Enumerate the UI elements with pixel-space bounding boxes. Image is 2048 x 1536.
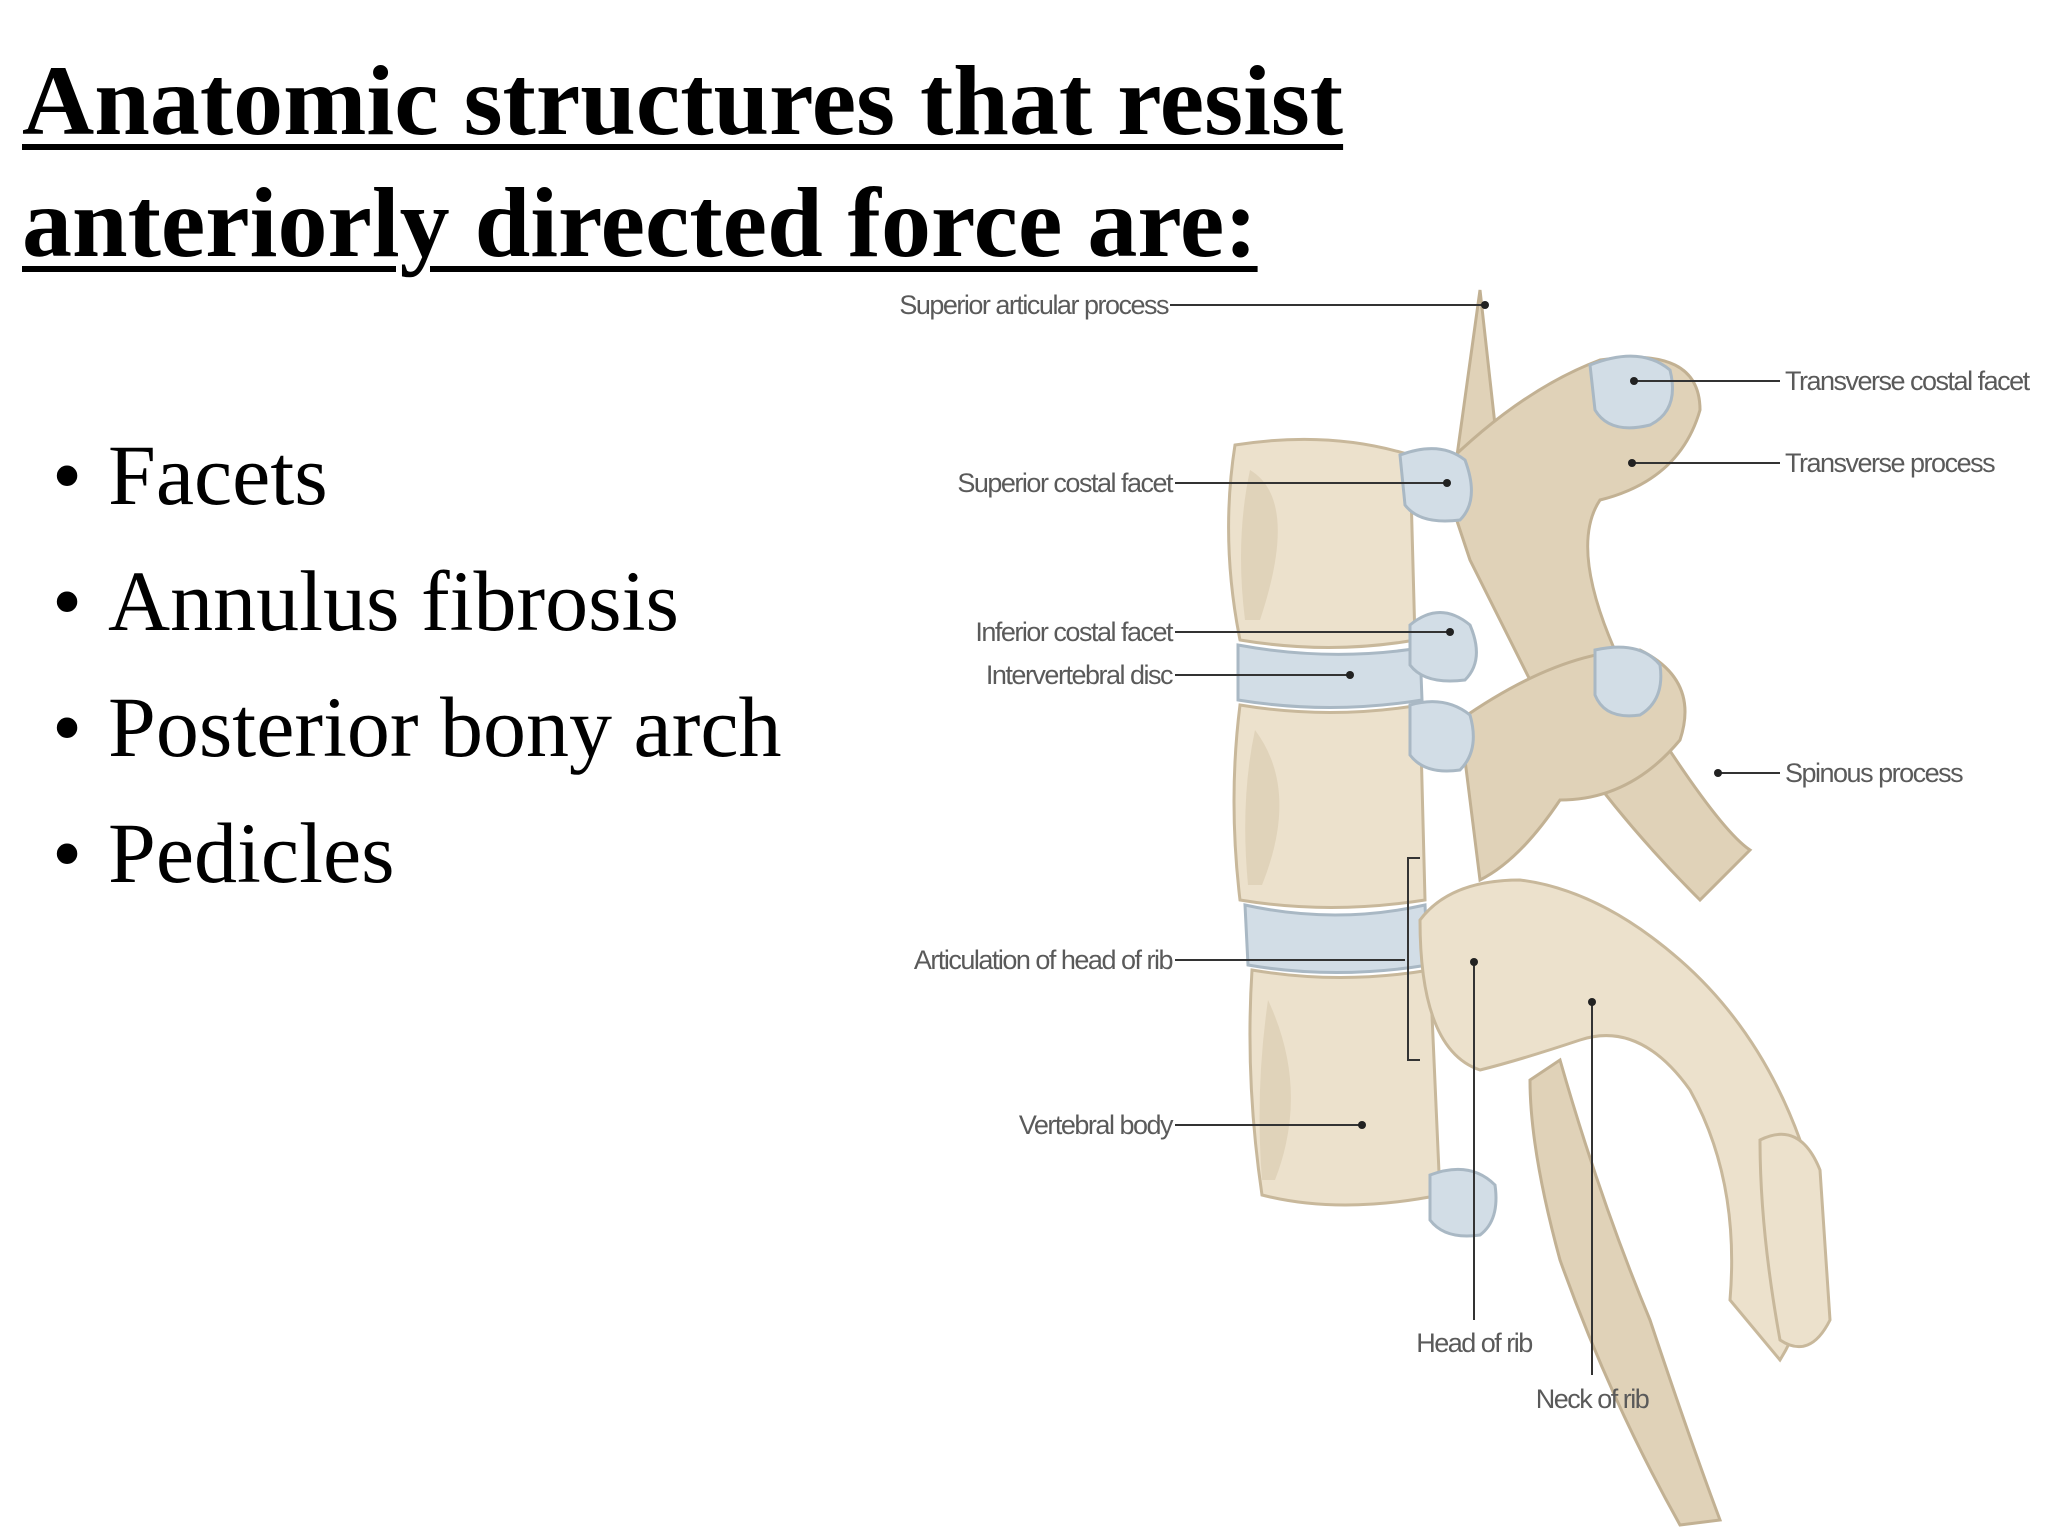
label-articulation-of-head-of-rib: Articulation of head of rib — [914, 945, 1173, 975]
label-superior-articular-process: Superior articular process — [900, 290, 1169, 320]
label-intervertebral-disc: Intervertebral disc — [986, 660, 1173, 690]
bullet-item: Annulus fibrosis — [52, 538, 782, 664]
vertebral-body-middle — [1232, 703, 1427, 909]
rib-cut-end — [1758, 1132, 1832, 1349]
label-head-of-rib: Head of rib — [1416, 1328, 1532, 1358]
label-transverse-costal-facet: Transverse costal facet — [1785, 366, 2031, 396]
intervertebral-disc-lower — [1243, 903, 1430, 974]
slide-title: Anatomic structures that resist anterior… — [22, 40, 1602, 284]
bullet-item: Facets — [52, 412, 782, 538]
vertebra-diagram: Superior articular process Superior cost… — [900, 289, 2032, 1527]
bullet-list: Facets Annulus fibrosis Posterior bony a… — [52, 412, 782, 916]
rib-lower — [1528, 1057, 1723, 1527]
superior-costal-facet-shape — [1398, 447, 1473, 523]
inferior-costal-facet-shape — [1408, 611, 1478, 683]
label-neck-of-rib: Neck of rib — [1536, 1384, 1649, 1414]
vertebra-illustration: Superior articular process Superior cost… — [900, 280, 2048, 1536]
bullet-item: Pedicles — [52, 790, 782, 916]
title-line-1: Anatomic structures that resist — [22, 45, 1344, 156]
title-line-2: anteriorly directed force are: — [22, 167, 1258, 278]
bullet-item: Posterior bony arch — [52, 664, 782, 790]
rib — [1418, 878, 1813, 1363]
label-superior-costal-facet: Superior costal facet — [957, 468, 1174, 498]
label-inferior-costal-facet: Inferior costal facet — [975, 617, 1174, 647]
vertebral-body-upper — [1227, 437, 1417, 649]
transverse-costal-facet-shape — [1588, 354, 1674, 430]
label-transverse-process: Transverse process — [1785, 448, 1995, 478]
label-vertebral-body: Vertebral body — [1019, 1110, 1174, 1140]
vertebral-body-lower — [1248, 968, 1442, 1207]
intervertebral-disc-upper — [1236, 643, 1424, 709]
label-spinous-process: Spinous process — [1785, 758, 1963, 788]
